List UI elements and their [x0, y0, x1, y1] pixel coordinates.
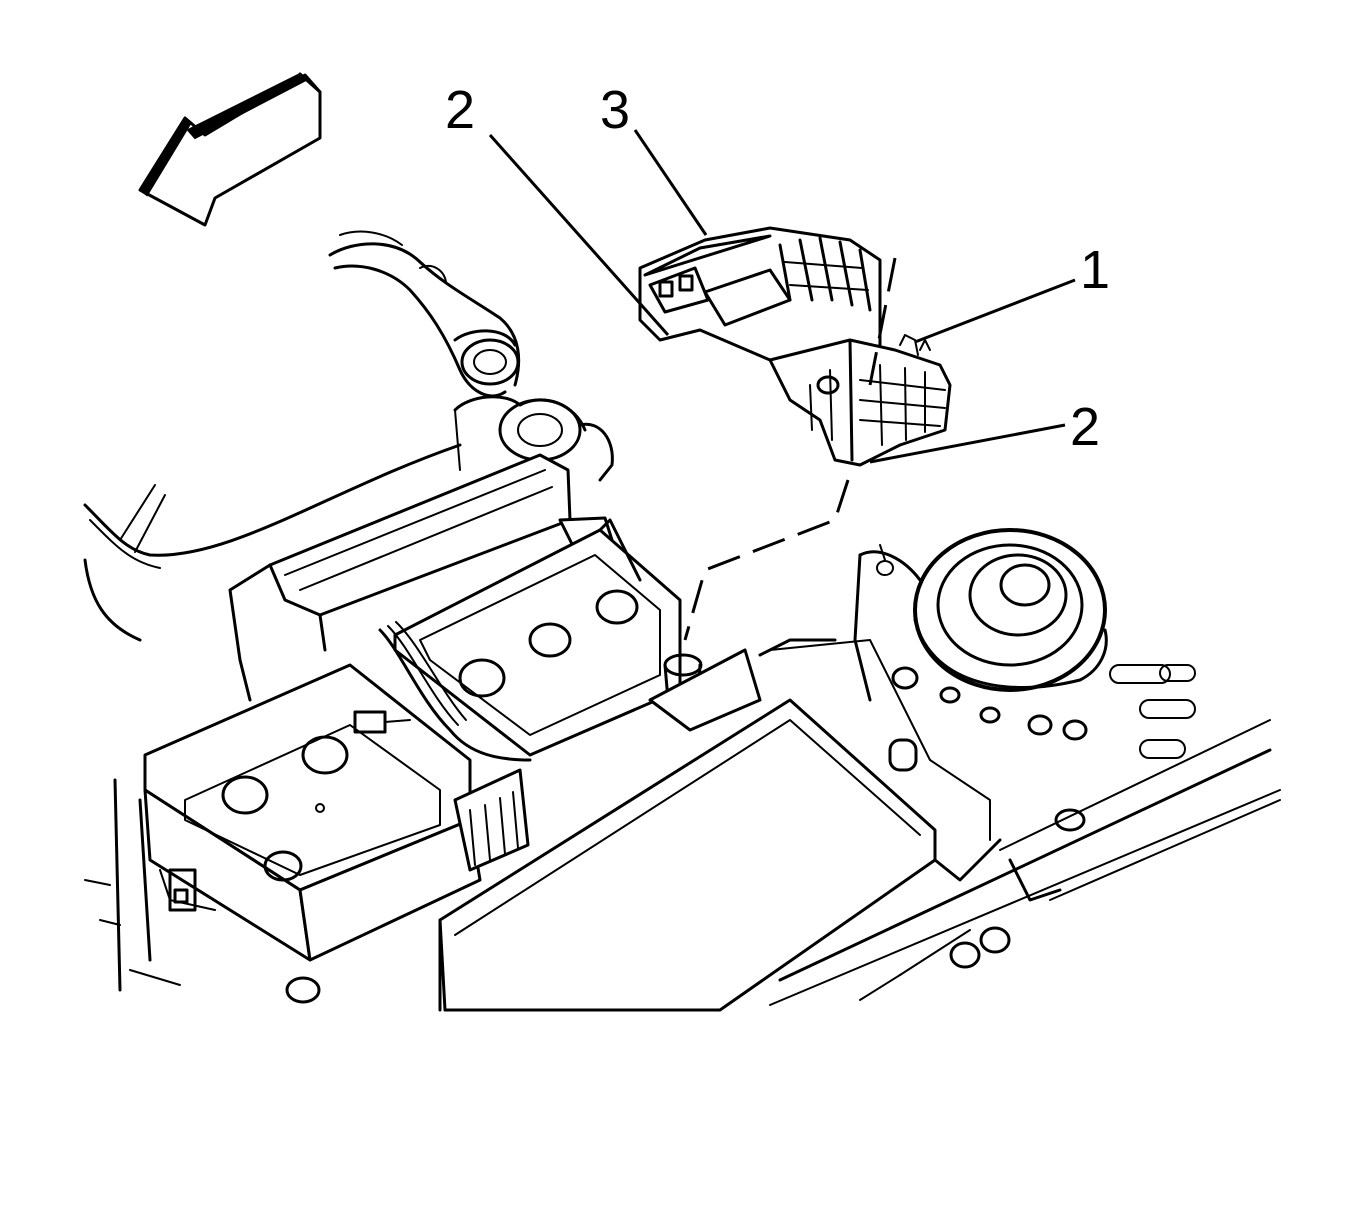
air-cleaner-housing: [228, 453, 614, 702]
relay-slots: [778, 236, 872, 312]
callout-3: 3: [600, 80, 630, 140]
leader-lines: [488, 129, 1076, 464]
battery: [84, 663, 482, 1004]
air-intake-duct: [328, 230, 614, 482]
callout-2-lower: 2: [1070, 397, 1100, 457]
strut-tower: [769, 528, 1281, 1006]
forward-arrow-icon: [138, 72, 322, 227]
fuse-block-assembly: [638, 226, 952, 467]
callout-2-upper: 2: [445, 80, 475, 140]
installation-centerline: [683, 257, 897, 641]
wiring-harness: [83, 443, 462, 642]
callout-1: 1: [1080, 240, 1110, 300]
mounting-stud: [648, 648, 762, 732]
battery-tray: [438, 638, 1002, 1012]
control-module: [353, 518, 682, 872]
